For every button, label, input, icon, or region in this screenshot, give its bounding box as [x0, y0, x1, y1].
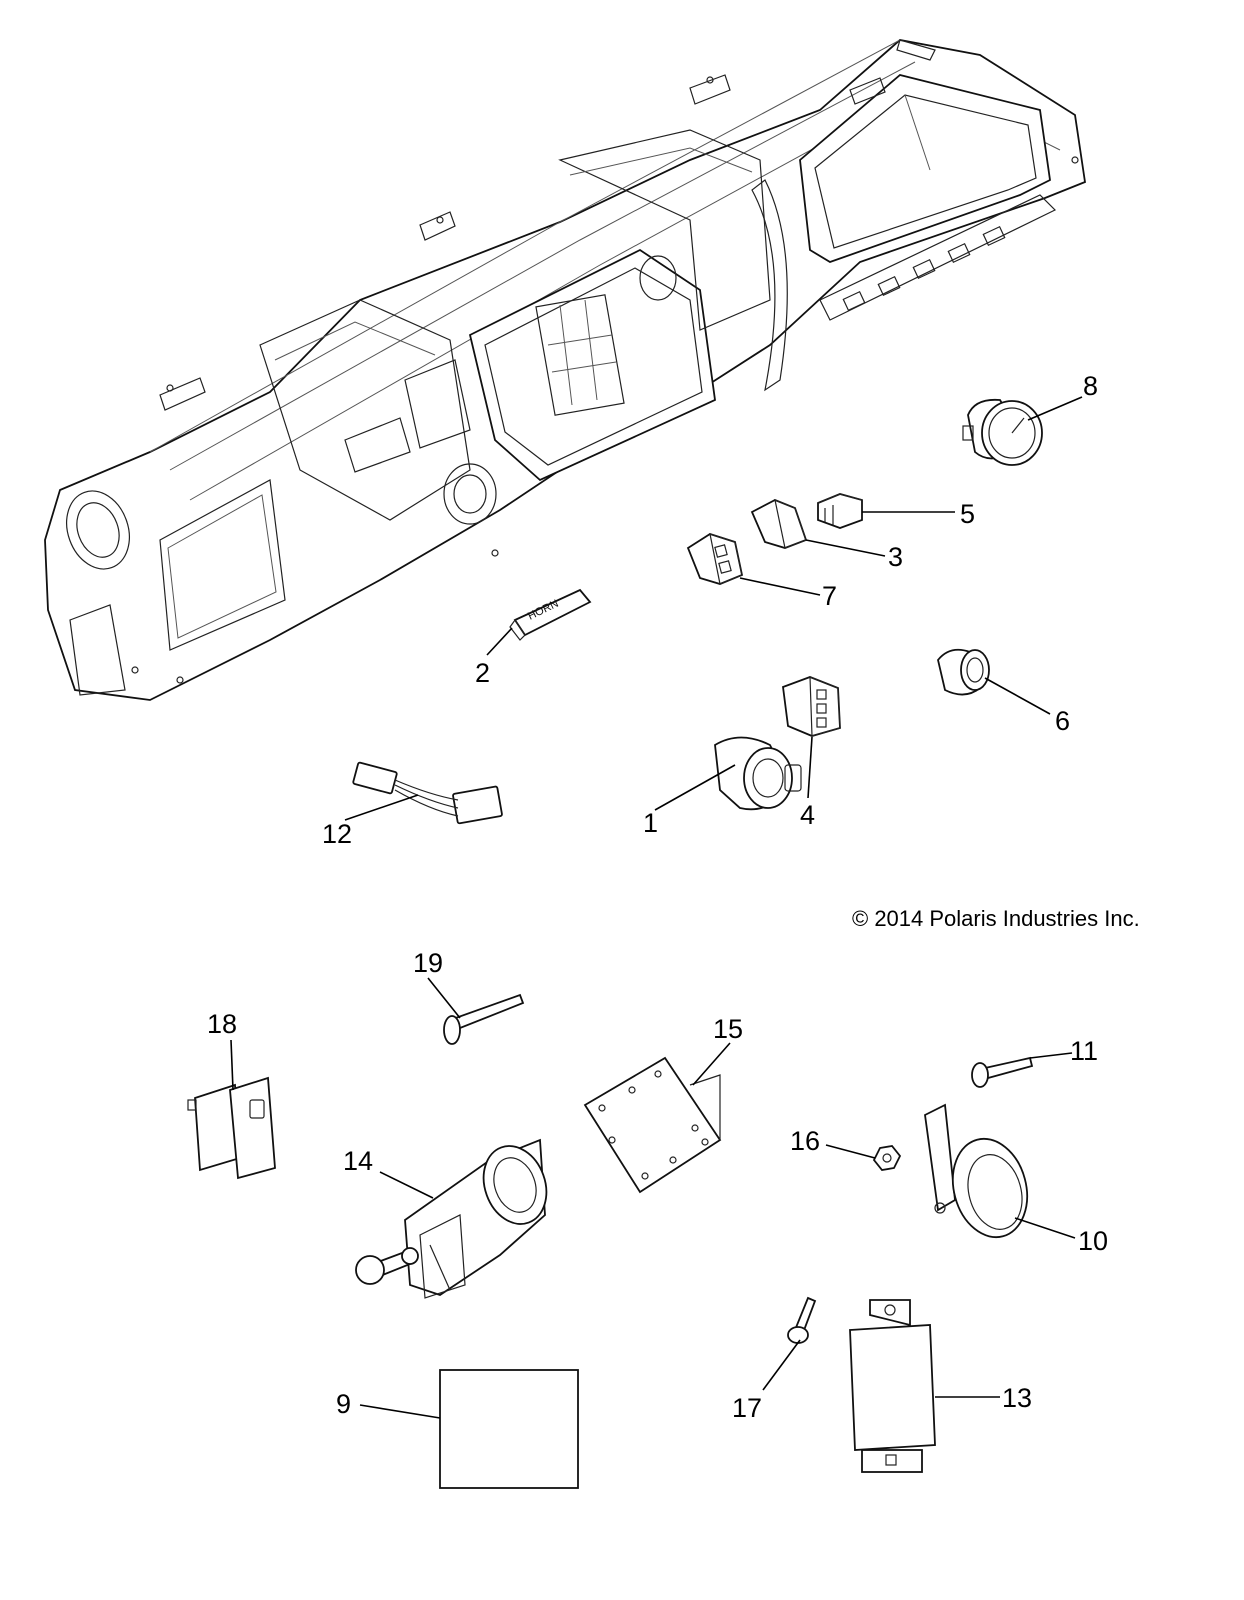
callout-7: 7 [822, 581, 837, 611]
part-12-harness [352, 761, 503, 825]
part-11-bolt [971, 1056, 1034, 1088]
part-16-nut [872, 1145, 902, 1171]
part-2-horn-switch: HORN [509, 588, 592, 641]
callout-12: 12 [322, 819, 352, 849]
part-10-horn [924, 1103, 1029, 1239]
part-13-relay [849, 1299, 936, 1473]
part-14-shifter [355, 1138, 548, 1299]
callout-5: 5 [960, 499, 975, 529]
part-7-switch [686, 533, 744, 585]
callout-6: 6 [1055, 706, 1070, 736]
part-9-label-sheet [439, 1369, 579, 1489]
callout-10: 10 [1078, 1226, 1108, 1256]
callout-15: 15 [713, 1014, 743, 1044]
part-15-plate [583, 1056, 722, 1194]
part-19-rivet [443, 993, 525, 1045]
part-17-bolt [787, 1296, 817, 1344]
callout-13: 13 [1002, 1383, 1032, 1413]
callout-14: 14 [343, 1146, 373, 1176]
callout-17: 17 [732, 1393, 762, 1423]
callout-9: 9 [336, 1389, 351, 1419]
callout-11: 11 [1070, 1036, 1098, 1066]
part-1-ignition-switch [714, 736, 802, 811]
copyright-notice: © 2014 Polaris Industries Inc. [852, 906, 1140, 931]
callout-4: 4 [800, 800, 815, 830]
callout-3: 3 [888, 542, 903, 572]
callout-numbers: 8 5 3 7 2 6 4 1 12 19 15 18 11 16 14 10 … [207, 371, 1108, 1423]
callout-16: 16 [790, 1126, 820, 1156]
part-6-power-socket [937, 648, 990, 696]
part-18-switch [187, 1076, 276, 1180]
part-5-switch-blank [817, 493, 863, 529]
callout-2: 2 [475, 658, 490, 688]
callout-8: 8 [1083, 371, 1098, 401]
dashboard-assembly [44, 39, 1086, 701]
callout-18: 18 [207, 1009, 237, 1039]
leader-lines [230, 396, 1083, 1419]
callout-19: 19 [413, 948, 443, 978]
callout-1: 1 [643, 808, 658, 838]
part-8-gauge [962, 398, 1043, 466]
part-3-switch [750, 499, 808, 549]
part-4-switch [782, 676, 841, 737]
